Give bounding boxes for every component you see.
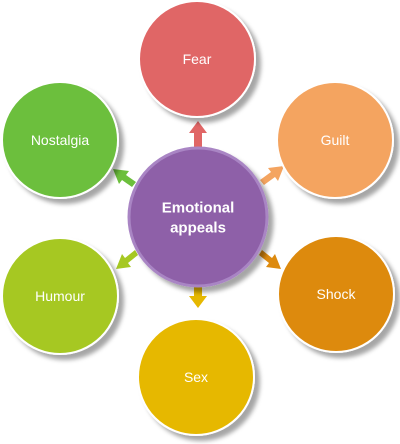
node-nostalgia-label: Nostalgia — [31, 132, 90, 148]
node-shock-circle — [277, 235, 395, 353]
node-guilt-label: Guilt — [321, 132, 350, 148]
center-label-line2: appeals — [170, 220, 226, 237]
arrow-fear — [189, 121, 207, 147]
node-guilt-circle — [276, 81, 394, 199]
node-sex: Sex — [137, 318, 255, 436]
arrow-guilt — [260, 166, 284, 185]
arrow-humour — [116, 250, 138, 269]
node-nostalgia: Nostalgia — [1, 81, 119, 199]
arrow-shock — [259, 250, 281, 269]
arrow-sex — [189, 286, 207, 308]
node-shock: Shock — [277, 235, 395, 353]
center-node-circle — [127, 146, 269, 288]
node-guilt: Guilt — [276, 81, 394, 199]
node-humour-circle — [1, 237, 119, 355]
node-fear: Fear — [138, 0, 256, 118]
node-humour: Humour — [1, 237, 119, 355]
node-fear-label: Fear — [183, 51, 212, 67]
center-node: Emotional appeals — [127, 146, 269, 288]
node-shock-label: Shock — [317, 286, 357, 302]
node-sex-label: Sex — [184, 369, 208, 385]
node-sex-circle — [137, 318, 255, 436]
center-label-line1: Emotional — [162, 200, 235, 217]
connector-arrows — [113, 121, 284, 308]
arrow-nostalgia — [113, 169, 136, 187]
node-humour-label: Humour — [35, 288, 85, 304]
node-nostalgia-circle — [1, 81, 119, 199]
node-fear-circle — [138, 0, 256, 118]
